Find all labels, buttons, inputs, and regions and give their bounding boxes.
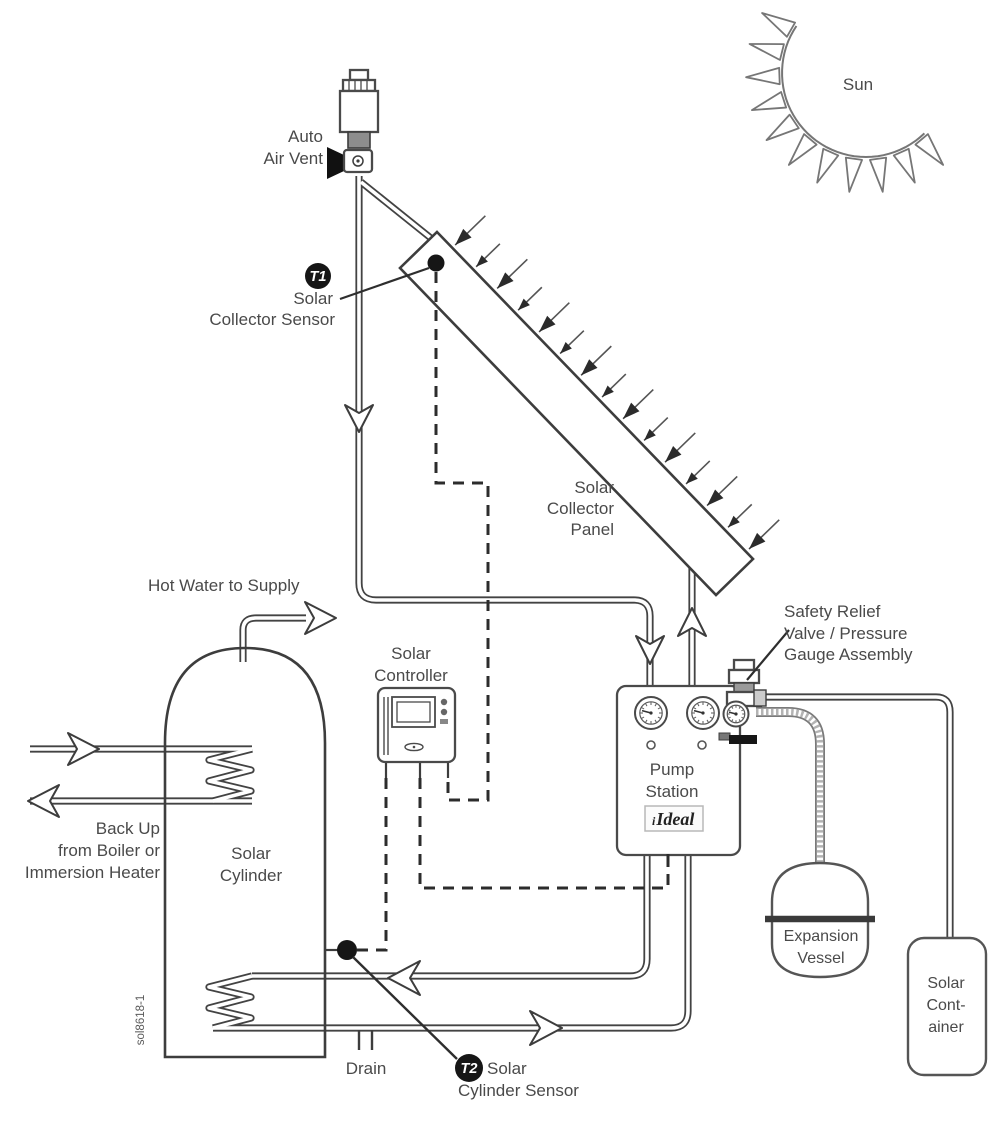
pump-control-cable <box>418 778 670 890</box>
flow-arrow-backup-in <box>67 732 100 766</box>
backup-label-3: Immersion Heater <box>25 863 160 882</box>
auto-air-vent-icon <box>327 68 380 179</box>
valve-handle-icon <box>327 147 344 179</box>
safety-label-3: Gauge Assembly <box>784 645 913 664</box>
pipe-safety-to-container <box>758 695 952 940</box>
t2-label-2: Cylinder Sensor <box>458 1081 579 1100</box>
sun-label: Sun <box>843 75 873 94</box>
gauge-icon <box>634 696 668 730</box>
panel-label-1: Solar <box>574 478 614 497</box>
cylinder-label-1: Solar <box>231 844 271 863</box>
t2-sensor-dot <box>337 940 357 960</box>
backup-label-1: Back Up <box>96 819 160 838</box>
flow-arrow-up-to-panel <box>677 607 707 637</box>
t2-leader-line <box>352 956 458 1060</box>
pump-station: Pump Station iIdeal <box>615 684 742 857</box>
t2-badge <box>455 1054 483 1082</box>
backup-label-2: from Boiler or <box>58 841 160 860</box>
pump-station-label-2: Station <box>646 782 699 801</box>
gauge-icon <box>686 696 720 730</box>
controller-button <box>440 698 448 706</box>
screw-icon <box>697 740 707 750</box>
pipe-station-to-coil <box>252 853 651 980</box>
t1-sensor-cable <box>434 272 490 802</box>
pipe-station-to-coil <box>252 853 649 978</box>
coil-lower <box>207 974 253 1030</box>
solar-container: Solar Cont- ainer <box>906 936 988 1077</box>
panel-label-3: Panel <box>571 520 614 539</box>
controller-button <box>440 708 448 716</box>
t1-badge-text: T1 <box>310 269 327 285</box>
expansion-vessel: Expansion Vessel <box>765 861 875 979</box>
t1-badge <box>305 263 331 289</box>
labels: Auto Air Vent Solar Collector Sensor Sol… <box>25 127 913 1100</box>
flow-arrow-down-riser <box>344 404 374 433</box>
drain-pipe <box>357 1030 374 1050</box>
t2-label-1: Solar <box>487 1059 527 1078</box>
t1-sensor-dot <box>427 254 445 272</box>
safety-label-1: Safety Relief <box>784 602 881 621</box>
pipe-hot-water-supply <box>241 616 306 662</box>
flow-arrow-return <box>529 1010 563 1046</box>
flow-arrows <box>27 404 707 1046</box>
solar-container-label-1: Solar <box>927 975 965 992</box>
safety-relief-assembly-icon <box>718 658 767 744</box>
sun-icon <box>745 12 945 193</box>
t1-label-1: Solar <box>293 289 333 308</box>
pipework <box>30 176 954 1032</box>
drain-label: Drain <box>346 1059 387 1078</box>
expansion-vessel-label-2: Vessel <box>797 950 844 967</box>
pipe-hot-water-supply <box>239 614 306 662</box>
t1-leader-line <box>339 266 430 301</box>
controller-label-2: Controller <box>374 666 448 685</box>
auto-air-vent-label-2: Air Vent <box>263 149 323 168</box>
t1-label-2: Collector Sensor <box>209 310 335 329</box>
controller-button <box>440 719 448 724</box>
brand-logo: iIdeal <box>652 809 694 829</box>
safety-label-2: Valve / Pressure <box>784 624 907 643</box>
flexible-hose <box>756 707 825 864</box>
expansion-vessel-label-1: Expansion <box>784 928 859 945</box>
solar-container-label-3: ainer <box>928 1019 964 1036</box>
coil-backup <box>207 747 253 803</box>
panel-label-2: Collector <box>547 499 614 518</box>
auto-air-vent-label-1: Auto <box>288 127 323 146</box>
pipe-vent-to-panel <box>359 180 439 245</box>
controller-label-1: Solar <box>391 644 431 663</box>
pressure-gauge-icon <box>722 700 750 728</box>
cylinder-label-2: Cylinder <box>220 866 283 885</box>
pipe-coil-to-station <box>213 853 690 1030</box>
solar-cylinder <box>163 646 327 1059</box>
flow-arrow-supply <box>304 601 337 635</box>
pipe-coil-to-station <box>213 853 692 1032</box>
t2-badge-text: T2 <box>461 1061 478 1077</box>
flow-arrow-into-station <box>635 635 665 665</box>
hot-water-label: Hot Water to Supply <box>148 576 300 595</box>
safety-leader-line <box>746 629 790 681</box>
sensor-cables <box>326 272 670 952</box>
drawing-code: sol8618-1 <box>135 995 147 1046</box>
solar-controller-icon <box>376 686 457 764</box>
screw-icon <box>646 740 656 750</box>
brand-logo-box <box>644 805 704 832</box>
sun-ray-arrows <box>454 215 780 550</box>
flow-arrow-backup-out <box>27 784 60 818</box>
solar-container-label-2: Cont- <box>926 997 965 1014</box>
solar-collector-panel <box>398 230 755 597</box>
pump-station-label-1: Pump <box>650 760 694 779</box>
t2-sensor-cable <box>357 778 388 952</box>
pipe-flow-from-panel <box>357 176 652 688</box>
flow-arrow-to-cylinder <box>387 960 421 996</box>
